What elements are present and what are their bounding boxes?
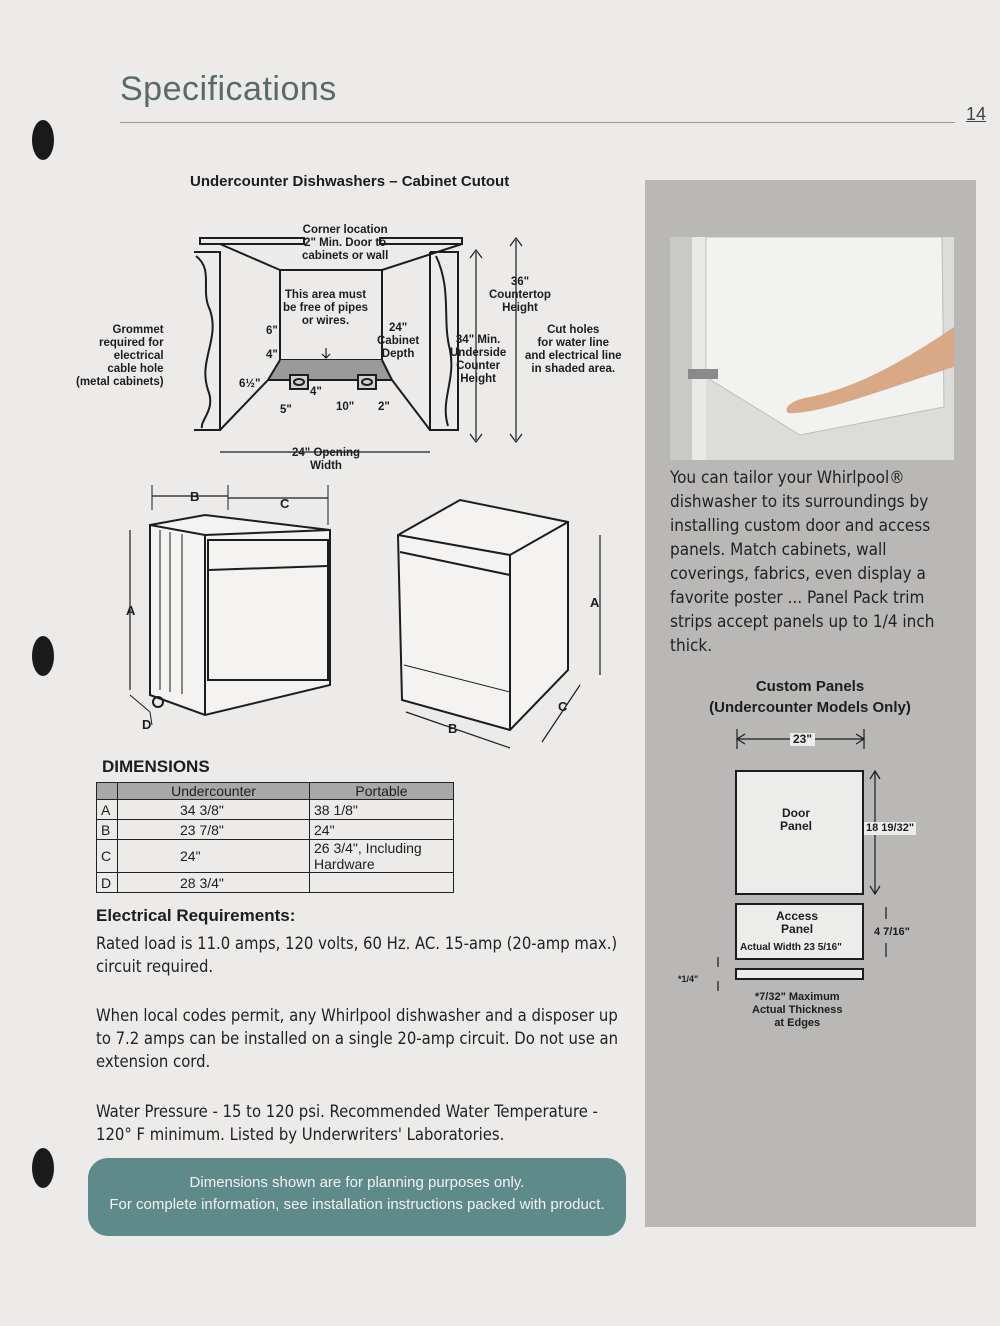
table-cell: 38 1/8" <box>309 799 454 820</box>
underside-height-label: 34" Min. Underside Counter Height <box>450 334 507 385</box>
table-row: D 28 3/4" <box>96 872 454 893</box>
dimensions-heading: DIMENSIONS <box>102 757 210 776</box>
dimension-a-label: A <box>126 603 136 618</box>
cabinet-cutout-diagram <box>194 237 523 453</box>
table-header: Portable <box>309 782 454 800</box>
quarter-inch-label: *1/4" <box>678 974 699 984</box>
cut-holes-label: Cut holes for water line and electrical … <box>525 324 622 375</box>
table-cell: 26 3/4", Including Hardware <box>309 839 454 873</box>
table-cell: 34 3/8" <box>117 799 310 820</box>
free-area-label: This area must be free of pipes or wires… <box>283 289 368 327</box>
table-row: A 34 3/8" 38 1/8" <box>96 799 454 820</box>
note-line: Dimensions shown are for planning purpos… <box>189 1174 525 1191</box>
thickness-note-label: *7/32" Maximum Actual Thickness at Edges <box>752 991 843 1029</box>
table-row: C 24" 26 3/4", Including Hardware <box>96 839 454 873</box>
binder-hole <box>32 636 54 676</box>
custom-panels-diagram <box>717 729 887 991</box>
access-width-label: Actual Width 23 5/16" <box>740 942 842 953</box>
table-cell: C <box>96 839 118 873</box>
access-panel-label: Access Panel <box>776 909 819 936</box>
five-inch-label: 5" <box>280 404 292 416</box>
cabinet-depth-label: 24" Cabinet Depth <box>377 322 420 360</box>
grommet-label: Grommet required for electrical cable ho… <box>76 324 164 388</box>
dimension-d-label: D <box>142 717 152 732</box>
page-title: Specifications <box>120 70 337 108</box>
door-panel-label: Door Panel <box>780 806 813 833</box>
custom-panels-title: Custom Panels (Undercounter Models Only) <box>690 676 930 718</box>
six-half-inch-label: 6½" <box>239 378 261 390</box>
access-height-label: 4 7/16" <box>874 926 910 938</box>
dimension-b-label: B <box>190 489 200 504</box>
dimensions-table: Undercounter Portable A 34 3/8" 38 1/8" … <box>96 782 454 893</box>
six-inch-label: 6" <box>266 325 278 337</box>
corner-location-label: Corner location 2" Min. Door to cabinets… <box>302 224 389 262</box>
countertop-height-label: 36" Countertop Height <box>489 276 551 314</box>
table-cell: B <box>96 819 118 840</box>
electrical-heading: Electrical Requirements: <box>96 906 296 925</box>
electrical-paragraph: Water Pressure - 15 to 120 psi. Recommen… <box>96 1102 598 1144</box>
dimension-b-label: B <box>448 721 458 736</box>
table-cell: A <box>96 799 118 820</box>
table-cell: 24" <box>309 819 454 840</box>
binder-hole <box>32 120 54 160</box>
cutout-diagram-title: Undercounter Dishwashers – Cabinet Cutou… <box>190 173 510 190</box>
panel-width-label: 23" <box>790 733 816 746</box>
table-row: B 23 7/8" 24" <box>96 819 454 840</box>
title-divider <box>120 122 955 123</box>
door-height-label: 18 19/32" <box>864 822 917 835</box>
two-inch-label: 2" <box>378 401 390 413</box>
custom-panel-description: You can tailor your Whirlpool® dishwashe… <box>670 468 935 656</box>
table-header-row: Undercounter Portable <box>96 782 454 800</box>
table-header <box>96 782 118 800</box>
opening-width-label: 24" Opening Width <box>292 447 361 472</box>
four-inch-label: 4" <box>310 386 322 398</box>
planning-note: Dimensions shown are for planning purpos… <box>88 1158 626 1236</box>
table-cell <box>309 872 454 893</box>
electrical-paragraph: Rated load is 11.0 amps, 120 volts, 60 H… <box>96 934 618 976</box>
table-cell: 23 7/8" <box>117 819 310 840</box>
dishwasher-isometric-diagrams <box>129 485 601 749</box>
table-cell: D <box>96 872 118 893</box>
four-inch-label: 4" <box>266 349 278 361</box>
dimension-a-label: A <box>590 595 600 610</box>
table-cell: 24" <box>117 839 310 873</box>
ten-inch-label: 10" <box>336 401 355 413</box>
dimension-c-label: C <box>558 699 568 714</box>
electrical-paragraph: When local codes permit, any Whirlpool d… <box>96 1006 619 1071</box>
table-cell: 28 3/4" <box>117 872 310 893</box>
custom-panels-title-line: Custom Panels <box>755 678 865 695</box>
table-header: Undercounter <box>117 782 310 800</box>
custom-panels-title-line: (Undercounter Models Only) <box>709 699 911 716</box>
note-line: For complete information, see installati… <box>109 1196 605 1213</box>
custom-panel-photo <box>670 237 954 460</box>
binder-hole <box>32 1148 54 1188</box>
dimension-c-label: C <box>280 496 290 511</box>
page-number: 14 <box>966 104 987 124</box>
